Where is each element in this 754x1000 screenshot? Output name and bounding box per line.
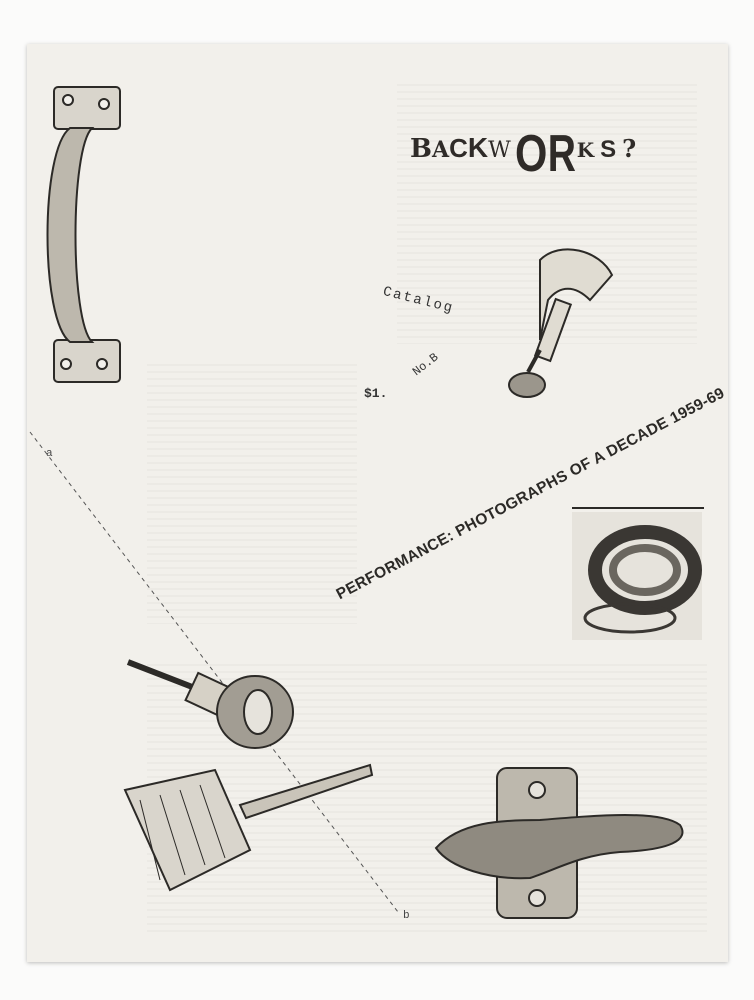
title-letter: C bbox=[449, 133, 468, 163]
title-letter: W bbox=[488, 138, 511, 163]
door-handle-illustration bbox=[46, 86, 121, 383]
fold-mark-b: b bbox=[403, 910, 410, 922]
show-through-text bbox=[147, 364, 357, 624]
title-letter: R bbox=[547, 125, 577, 183]
title-letter: K bbox=[467, 132, 489, 163]
fold-mark-a: a bbox=[46, 448, 53, 460]
title-letter: O bbox=[514, 125, 548, 183]
fold-line bbox=[29, 431, 399, 913]
brush-illustration bbox=[123, 763, 374, 892]
caster-wheel-illustration bbox=[126, 659, 294, 749]
hose-coil-photo bbox=[572, 507, 704, 640]
title-letter: B bbox=[410, 134, 432, 164]
price: $1. bbox=[364, 386, 388, 401]
title-letter: ? bbox=[622, 134, 637, 163]
pipe-cutter-illustration bbox=[508, 248, 614, 398]
title-letter: A bbox=[431, 137, 450, 163]
title-letter: S bbox=[600, 136, 617, 163]
window-latch-illustration bbox=[434, 767, 684, 919]
title-letter: K bbox=[576, 138, 595, 162]
